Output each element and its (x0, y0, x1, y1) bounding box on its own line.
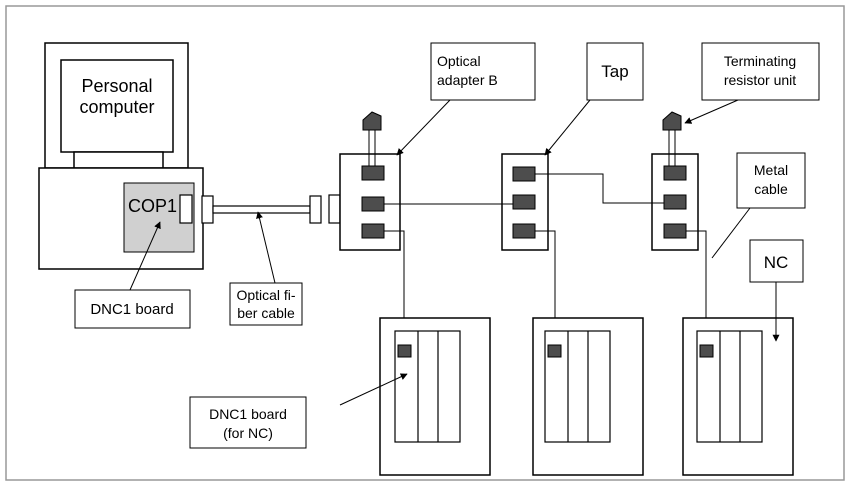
tap-pointer (544, 99, 591, 156)
optical-fiber-label-line1: Optical fi- (236, 287, 295, 303)
tap-connector-3 (512, 223, 536, 239)
nc-unit-1 (379, 317, 491, 476)
optical-fiber-label-box (229, 282, 303, 326)
terminator-plug-icon (662, 111, 682, 131)
adapter-connector-3 (361, 223, 385, 239)
tap-label-box (586, 42, 644, 101)
fiber-cable-body (212, 205, 311, 214)
terminator-connector-3 (663, 223, 687, 239)
cable-terminator-to-nc3 (686, 230, 707, 350)
optical-fiber-cable (201, 195, 322, 224)
cable-tap-to-terminator (535, 173, 664, 204)
dnc1-nc-label-box (189, 396, 307, 449)
dnc1-board-label: DNC1 board (90, 301, 173, 318)
optical-adapter-label-line2: adapter B (437, 72, 498, 88)
tap (501, 153, 549, 251)
terminating-label-box (701, 42, 820, 101)
metal-cable-label-box (736, 152, 806, 209)
tap-label: Tap (601, 62, 628, 81)
fiber-plug-right (309, 195, 322, 224)
terminating-pointer (684, 99, 739, 124)
dnc1-board-label-box (74, 289, 191, 329)
terminating-label-line2: resistor unit (724, 72, 796, 88)
terminator-connector-2 (663, 194, 687, 210)
nc3-dnc1-board-connector (699, 344, 714, 358)
cop1-connector (179, 194, 193, 224)
adapter-connector-1 (361, 165, 385, 181)
personal-computer: Personal computer COP1 (38, 42, 204, 270)
adapter-optical-port (328, 194, 341, 224)
metal-cable-label-line1: Metal (754, 162, 788, 178)
fiber-plug-left (201, 195, 214, 224)
pc-label-line2: computer (79, 97, 154, 117)
terminating-label-line1: Terminating (724, 53, 796, 69)
cop1-label: COP1 (128, 196, 177, 216)
optical-adapter-label-line1: Optical (437, 53, 481, 69)
nc-label: NC (764, 253, 789, 272)
nc-unit-3 (682, 317, 794, 476)
optical-adapter-pointer (396, 99, 451, 156)
pc-monitor-stand (73, 151, 164, 169)
optical-adapter-b (328, 111, 401, 251)
tap-connector-1 (512, 166, 536, 182)
metal-cable-pointer (711, 207, 751, 259)
pc-screen (60, 59, 174, 153)
nc2-dnc1-board-connector (547, 344, 562, 358)
tap-connector-2 (512, 194, 536, 210)
pc-label-line1: Personal (81, 76, 152, 96)
dnc1-board-pointer (129, 221, 161, 291)
dnc1-nc-pointer (339, 373, 408, 406)
optical-fiber-label-line2: ber cable (237, 305, 295, 321)
cable-adapter-to-nc1 (384, 230, 405, 350)
nc-unit-2 (532, 317, 644, 476)
adapter-connector-2 (361, 196, 385, 212)
diagram-frame (5, 5, 845, 481)
dnc1-nc-label-line2: (for NC) (223, 425, 273, 441)
dnc1-nc-label-line1: DNC1 board (209, 406, 287, 422)
terminator-connector-1 (663, 165, 687, 181)
adapter-plug-icon (362, 111, 382, 131)
optical-adapter-label-box (430, 42, 536, 101)
terminating-resistor-unit (651, 111, 699, 251)
metal-cable-label-line2: cable (754, 181, 788, 197)
nc-label-box (749, 239, 804, 283)
metal-cable-lines (384, 173, 707, 350)
cable-tap-to-nc2 (535, 230, 556, 350)
nc1-dnc1-board-connector (397, 344, 412, 358)
optical-fiber-pointer (256, 211, 276, 284)
